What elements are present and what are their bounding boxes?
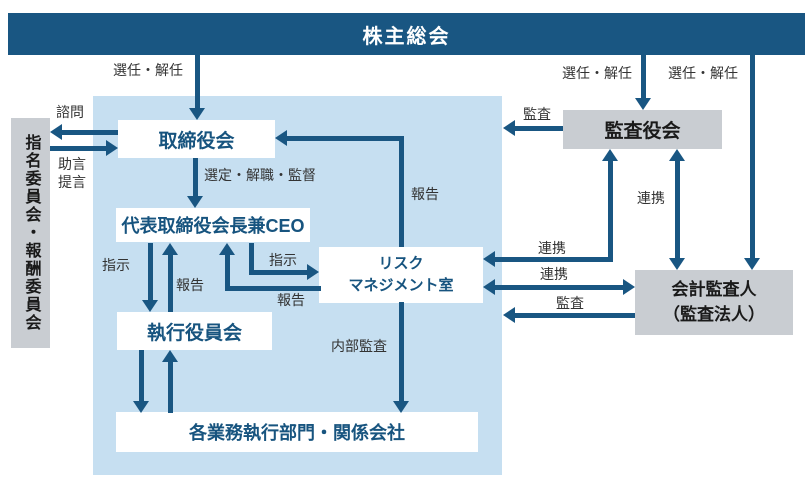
edge-label-coop-risk-audit: 連携: [538, 240, 566, 256]
node-executive-officers-committee: 執行役員会: [117, 312, 272, 350]
edge-label-report-exec: 報告: [176, 277, 204, 293]
arrowhead-coop-risk-accounting-right: [623, 279, 635, 295]
edge-label-report-risk-to-board: 報告: [411, 186, 439, 202]
arrowhead-report-exec: [162, 243, 178, 255]
arrowhead-elect-audit-board: [635, 98, 651, 110]
arrowhead-coop-audit-accounting-down: [669, 258, 685, 270]
arrowhead-coop-risk-audit-left: [483, 251, 495, 267]
arrow-exec-to-departments: [139, 350, 144, 403]
arrow-internal-audit: [399, 302, 404, 403]
arrow-audit-board-to-group: [515, 126, 563, 131]
arrowhead-advice: [106, 140, 118, 156]
arrowhead-coop-risk-accounting-left: [483, 279, 495, 295]
edge-label-appoint-supervise: 選定・解職・監督: [204, 167, 316, 183]
arrow-instruct-exec: [148, 243, 153, 302]
arrowhead-appoint-supervise: [187, 196, 203, 208]
arrow-elect-audit-board: [641, 55, 646, 100]
arrow-audit-accounting-to-group: [515, 313, 635, 318]
node-audit-supervisory-board: 監査役会: [563, 110, 722, 149]
arrowhead-instruct-risk: [307, 264, 319, 280]
arrow-elect-accounting: [750, 55, 755, 258]
arrowhead-elect-accounting: [744, 258, 760, 270]
edge-label-consult: 諮問: [56, 104, 84, 120]
edge-label-audit-board-to-group: 監査: [523, 106, 551, 122]
arrowhead-departments-to-exec: [162, 350, 178, 362]
edge-label-elect-accounting: 選任・解任: [668, 65, 738, 81]
edge-label-internal-audit: 内部監査: [331, 338, 387, 354]
arrowhead-report-risk-to-ceo: [219, 243, 235, 255]
arrowhead-instruct-exec: [142, 300, 158, 312]
arrowhead-report-risk-to-board: [275, 130, 287, 146]
arrowhead-audit-board-to-group: [503, 120, 515, 136]
arrow-report-risk-to-ceo: [225, 286, 321, 291]
arrow-departments-to-exec: [168, 362, 173, 413]
arrowhead-coop-risk-audit-up: [602, 149, 618, 161]
arrowhead-coop-audit-accounting-up: [669, 149, 685, 161]
arrow-instruct-risk: [249, 270, 307, 275]
node-risk-management-office: リスク マネジメント室: [319, 247, 483, 303]
arrow-coop-risk-audit: [608, 161, 613, 262]
node-nomination-remuneration-committee: 指名委員会・報酬委員会: [11, 118, 50, 348]
edge-label-report-risk-to-ceo: 報告: [277, 292, 305, 308]
arrowhead-internal-audit: [393, 401, 409, 413]
arrowhead-exec-to-departments: [133, 401, 149, 413]
edge-label-coop-risk-accounting: 連携: [540, 266, 568, 282]
arrow-coop-risk-accounting: [495, 285, 623, 290]
edge-label-coop-audit-accounting: 連携: [637, 190, 665, 206]
edge-label-advice: 助言 提言: [58, 156, 86, 190]
edge-label-instruct-risk: 指示: [269, 252, 297, 268]
arrow-report-risk-to-board: [399, 136, 404, 247]
arrowhead-elect-board: [189, 108, 205, 120]
edge-label-audit-accounting-to-group: 監査: [556, 295, 584, 311]
arrow-coop-audit-accounting: [675, 161, 680, 258]
node-business-departments: 各業務執行部門・関係会社: [116, 412, 478, 452]
arrow-report-risk-to-ceo: [225, 255, 230, 288]
arrow-elect-board: [195, 55, 200, 110]
arrow-instruct-risk: [249, 243, 254, 274]
arrow-consult: [62, 130, 118, 135]
arrow-advice: [50, 146, 106, 151]
arrowhead-consult: [50, 124, 62, 140]
node-board-of-directors: 取締役会: [118, 120, 275, 158]
arrowhead-audit-accounting-to-group: [503, 307, 515, 323]
edge-label-instruct-exec: 指示: [102, 257, 130, 273]
edge-label-elect-board: 選任・解任: [113, 62, 183, 78]
arrow-report-risk-to-board: [287, 136, 404, 141]
node-accounting-auditor: 会計監査人 （監査法人）: [635, 270, 793, 335]
edge-label-elect-audit-board: 選任・解任: [562, 65, 632, 81]
arrow-report-exec: [168, 255, 173, 312]
arrow-coop-risk-audit: [495, 257, 613, 262]
node-shareholders-meeting: 株主総会: [8, 13, 805, 55]
node-chairman-ceo: 代表取締役会長兼CEO: [116, 208, 310, 242]
arrow-appoint-supervise: [193, 158, 198, 198]
